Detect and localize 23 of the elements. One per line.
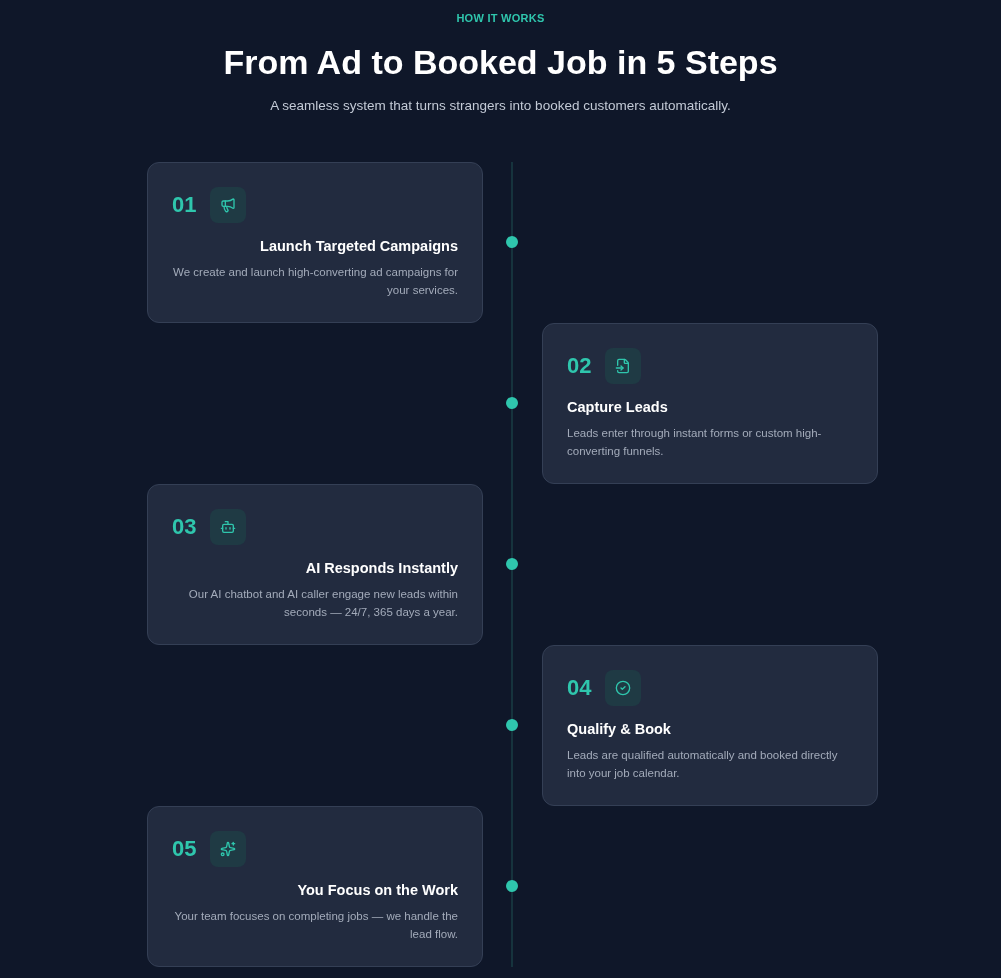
step-number: 05 — [172, 835, 197, 863]
step-number: 01 — [172, 191, 197, 219]
step-card — [147, 162, 483, 323]
step-title: Launch Targeted Campaigns — [260, 237, 458, 256]
step-description: Our AI chatbot and AI caller engage new leads within seconds — 24/7, 365 days a year. — [187, 587, 458, 620]
step-title: Capture Leads — [567, 398, 668, 417]
step-description: Leads enter through instant forms or custom high-converting funnels. — [567, 426, 823, 459]
section-eyebrow: HOW IT WORKS — [456, 11, 545, 26]
step-description: Leads are qualified automatically and booked directly into your job calendar. — [567, 748, 839, 781]
step-number: 03 — [172, 513, 197, 541]
step-title: Qualify & Book — [567, 720, 671, 739]
step-card — [147, 484, 483, 645]
step-description: We create and launch high-converting ad campaigns for your services. — [172, 265, 458, 298]
step-card — [147, 806, 483, 967]
section-title: From Ad to Booked Job in 5 Steps — [223, 42, 778, 82]
section-subtitle: A seamless system that turns strangers into booked customers automatically. — [270, 97, 731, 115]
step-number: 02 — [567, 352, 592, 380]
step-title: You Focus on the Work — [297, 881, 458, 900]
step-number: 04 — [567, 674, 592, 702]
step-card — [542, 323, 878, 484]
step-card — [542, 645, 878, 806]
step-description: Your team focuses on completing jobs — we handle the lead flow. — [173, 909, 458, 942]
step-title: AI Responds Instantly — [305, 559, 458, 578]
